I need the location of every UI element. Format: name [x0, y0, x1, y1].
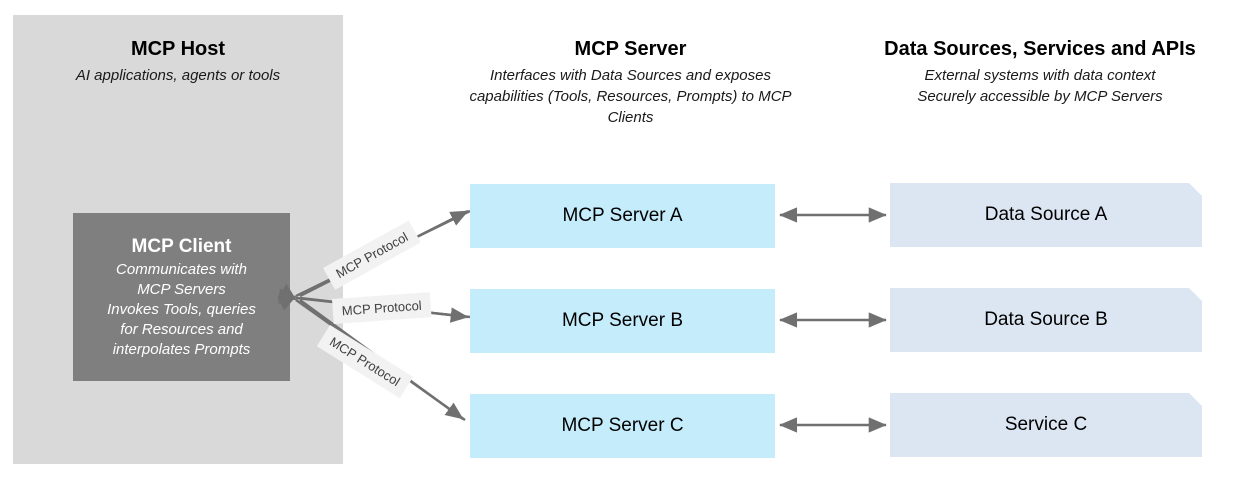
- data-sources-subtitle-line2: Securely accessible by MCP Servers: [917, 88, 1163, 105]
- data-sources-header: Data Sources, Services and APIs External…: [855, 36, 1225, 107]
- mcp-client-desc-line3: Invokes Tools, queries: [107, 300, 256, 318]
- mcp-host-subtitle: AI applications, agents or tools: [75, 67, 281, 84]
- mcp-server-c-box[interactable]: MCP Server C: [470, 394, 775, 458]
- mcp-client-desc-line5: interpolates Prompts: [112, 340, 251, 358]
- mcp-server-a-box[interactable]: MCP Server A: [470, 184, 775, 248]
- mcp-host-header: MCP Host AI applications, agents or tool…: [13, 36, 343, 86]
- data-source-b-box[interactable]: Data Source B: [890, 288, 1202, 352]
- mcp-host-title: MCP Host: [130, 38, 226, 60]
- mcp-client-desc-line4: for Resources and: [120, 320, 243, 338]
- mcp-server-b-box[interactable]: MCP Server B: [470, 289, 775, 353]
- mcp-server-title: MCP Server: [574, 38, 687, 60]
- mcp-client-desc-line1: Communicates with: [116, 260, 247, 278]
- mcp-client-title: MCP Client: [131, 235, 232, 257]
- data-sources-title: Data Sources, Services and APIs: [884, 38, 1196, 60]
- mcp-client-box[interactable]: MCP Client Communicates with MCP Servers…: [73, 213, 290, 381]
- mcp-server-subtitle: Interfaces with Data Sources and exposes…: [469, 67, 792, 126]
- data-source-a-box[interactable]: Data Source A: [890, 183, 1202, 247]
- service-c-box[interactable]: Service C: [890, 393, 1202, 457]
- mcp-server-header: MCP Server Interfaces with Data Sources …: [458, 36, 803, 128]
- mcp-client-desc-line2: MCP Servers: [137, 280, 226, 298]
- data-sources-subtitle-line1: External systems with data context: [924, 67, 1156, 84]
- mcp-protocol-label-b: MCP Protocol: [332, 292, 432, 324]
